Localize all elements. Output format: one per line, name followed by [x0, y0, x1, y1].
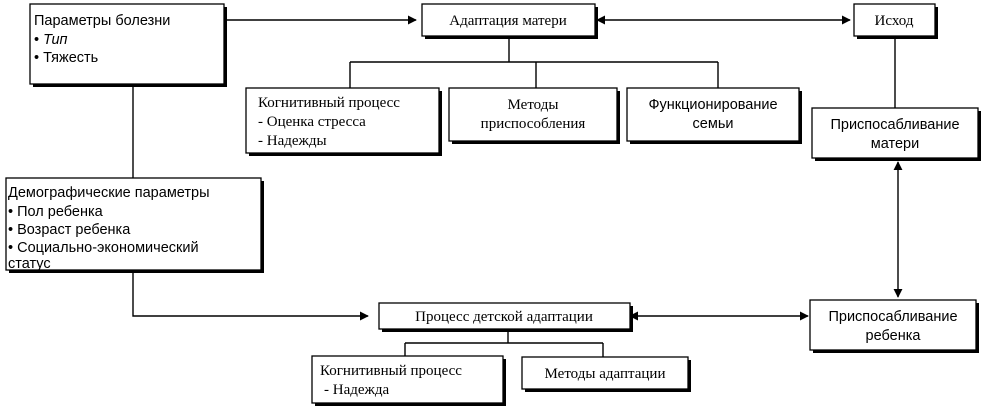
mother-coping-methods-box: Методы приспособления — [448, 87, 620, 144]
demographics-title: Демографические параметры — [8, 185, 210, 201]
mother-cognitive-item-hopes: - Надежды — [258, 133, 327, 149]
child-adaptation-methods-title: Методы адаптации — [545, 366, 666, 382]
mother-adaptation-title: Адаптация матери — [449, 13, 566, 29]
child-cognitive-title: Когнитивный процесс — [320, 363, 462, 379]
child-adaptation-title: Процесс детской адаптации — [415, 309, 593, 325]
demographics-item-sex: • Пол ребенка — [8, 204, 104, 220]
child-adaptation-box: Процесс детской адаптации — [378, 302, 633, 332]
mother-adjustment-line2: матери — [871, 136, 919, 152]
mother-adaptation-box: Адаптация матери — [421, 3, 598, 39]
family-functioning-line2: семьи — [693, 116, 734, 132]
outcome-box: Исход — [853, 3, 938, 39]
mother-coping-methods-line1: Методы — [508, 97, 559, 113]
mother-adjustment-box: Приспосабливание матери — [811, 107, 981, 161]
mother-coping-methods-line2: приспособления — [481, 116, 586, 132]
mother-adjustment-line1: Приспосабливание — [830, 117, 959, 133]
family-functioning-box: Функционирование семьи — [626, 87, 802, 144]
disease-type-bullet: • Тип — [34, 32, 68, 48]
demographics-item-age: • Возраст ребенка — [8, 222, 131, 238]
child-adjustment-box: Приспосабливание ребенка — [809, 299, 979, 353]
outcome-title: Исход — [875, 13, 914, 29]
child-adaptation-methods-box: Методы адаптации — [521, 356, 691, 392]
disease-parameters-title: Параметры болезни — [34, 13, 170, 29]
child-adjustment-line1: Приспосабливание — [828, 309, 957, 325]
child-cognitive-item-hope: - Надежда — [324, 382, 390, 398]
connectors — [132, 15, 903, 357]
demographic-parameters-box: Демографические параметры • Пол ребенка … — [5, 177, 264, 273]
mother-cognitive-title: Когнитивный процесс — [258, 95, 400, 111]
demographics-item-ses: • Социально-экономический — [8, 240, 199, 256]
child-cognitive-process-box: Когнитивный процесс - Надежда — [311, 355, 506, 406]
arrow-demographics-to-child-adaptation — [132, 272, 369, 321]
mother-cognitive-process-box: Когнитивный процесс - Оценка стресса - Н… — [245, 87, 442, 156]
disease-severity-bullet: • Тяжесть — [34, 50, 98, 66]
child-adjustment-line2: ребенка — [866, 328, 922, 344]
demographics-item-ses-cont: статус — [8, 256, 51, 272]
disease-parameters-box: Параметры болезни • Тип • Тяжесть — [29, 3, 227, 87]
mother-cognitive-item-stress: - Оценка стресса — [258, 114, 366, 130]
family-functioning-line1: Функционирование — [648, 97, 777, 113]
